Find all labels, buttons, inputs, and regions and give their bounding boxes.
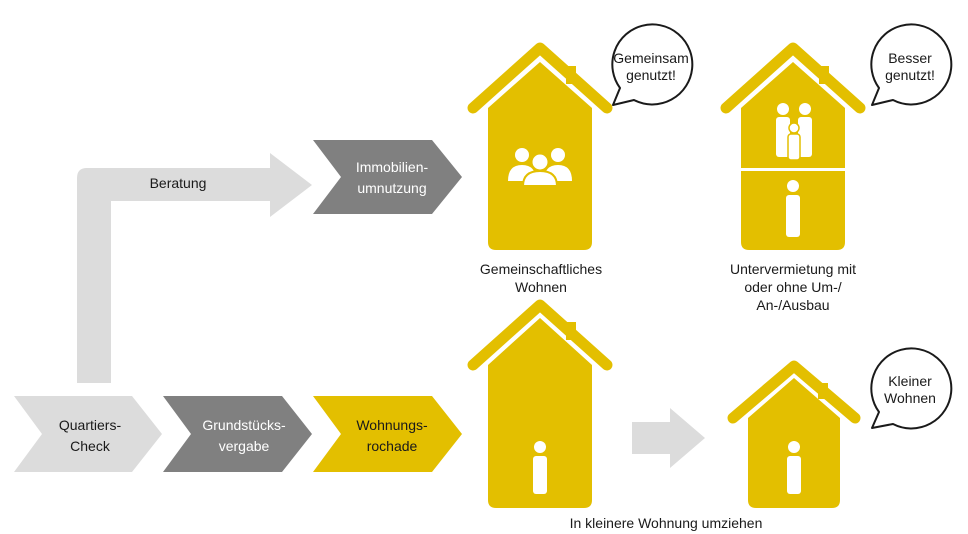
house-gemeinschaftlich [467, 42, 613, 250]
house-small [727, 360, 861, 508]
beratung-arrow: Beratung [77, 153, 312, 383]
quartiers-check-chevron: Quartiers- Check [14, 396, 162, 472]
floor-divider [741, 168, 845, 171]
quartiers-check-label-1: Quartiers- [59, 417, 122, 433]
beratung-label: Beratung [150, 175, 207, 191]
move-arrow [632, 408, 705, 468]
bubble-gemeinsam-line-2: genutzt! [626, 67, 676, 83]
bubble-gemeinsam-line-1: Gemeinsam [613, 50, 688, 66]
wohnungsrochade-chevron: Wohnungs- rochade [313, 396, 462, 472]
bubble-besser-line-2: genutzt! [885, 67, 935, 83]
wohnungsrochade-label-1: Wohnungs- [356, 417, 428, 433]
bubble-besser: Besser genutzt! [870, 23, 953, 106]
house-large [467, 299, 613, 508]
quartiers-check-label-2: Check [70, 438, 111, 454]
grundstuecksvergabe-label-1: Grundstücks- [202, 417, 286, 433]
person-icon [533, 441, 547, 494]
bubble-kleiner-line-2: Wohnen [884, 390, 936, 406]
grundstuecksvergabe-chevron: Grundstücks- vergabe [163, 396, 312, 472]
bubble-besser-line-1: Besser [888, 50, 932, 66]
person-icon [787, 441, 801, 494]
untervermietung-caption-1: Untervermietung mit [730, 261, 856, 277]
kleiner-caption: In kleinere Wohnung umziehen [570, 515, 763, 531]
bubble-kleiner: Kleiner Wohnen [870, 347, 953, 430]
wohnungsrochade-label-2: rochade [367, 438, 418, 454]
untervermietung-caption-3: An-/Ausbau [756, 297, 829, 313]
grundstuecksvergabe-label-2: vergabe [219, 438, 270, 454]
untervermietung-caption-2: oder ohne Um-/ [744, 279, 841, 295]
bubble-gemeinsam: Gemeinsam genutzt! [611, 23, 694, 106]
house-untervermietung [720, 42, 866, 250]
family-icon [776, 103, 812, 161]
immobilienumnutzung-label-2: umnutzung [357, 180, 426, 196]
person-icon [786, 180, 800, 237]
immobilienumnutzung-chevron: Immobilien- umnutzung [313, 140, 462, 214]
bubble-kleiner-line-1: Kleiner [888, 373, 932, 389]
immobilienumnutzung-label-1: Immobilien- [356, 159, 429, 175]
gemeinschaftlich-caption-1: Gemeinschaftliches [480, 261, 602, 277]
gemeinschaftlich-caption-2: Wohnen [515, 279, 567, 295]
group-icon [508, 148, 572, 187]
